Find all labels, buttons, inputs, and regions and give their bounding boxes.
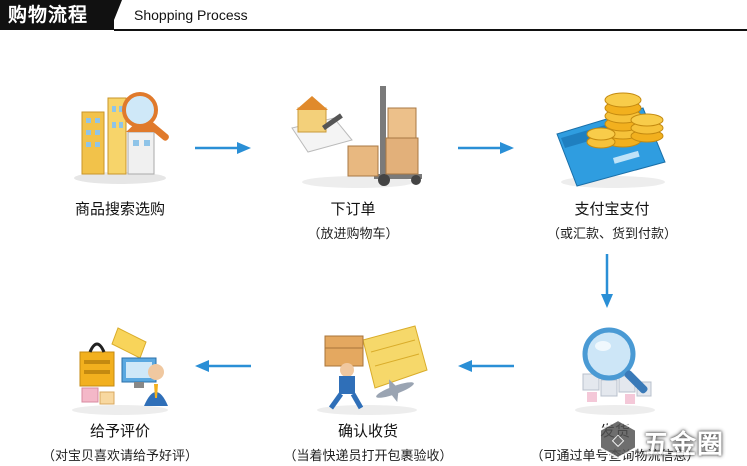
- step-place-order: 下订单 （放进购物车）: [268, 78, 438, 242]
- step-subtitle: （放进购物车）: [307, 227, 399, 242]
- arrow-down-icon: [601, 254, 613, 308]
- arrow-left-icon: [458, 360, 514, 372]
- header-divider: [114, 29, 747, 31]
- step-subtitle: （对宝贝喜欢请给予好评）: [41, 449, 198, 464]
- arrow-right-icon: [195, 142, 251, 154]
- header-bar: 购物流程 Shopping Process: [0, 0, 747, 40]
- step-title: 确认收货: [337, 422, 398, 440]
- customer-review-icon: [72, 327, 168, 415]
- svg-text:◇: ◇: [612, 430, 625, 449]
- step-title: 商品搜索选购: [74, 200, 165, 218]
- step-shipping: 发货 （可通过单号查询物流信息）: [515, 318, 715, 464]
- place-order-icon: [291, 86, 422, 188]
- step-confirm-receipt: 确认收货 （当着快递员打开包裹验收）: [268, 318, 468, 464]
- alipay-payment-icon: [556, 92, 666, 188]
- watermark: ◇ 五金圈: [597, 418, 743, 462]
- arrow-left-icon: [195, 360, 251, 372]
- product-search-icon: [74, 92, 169, 184]
- step-alipay-payment: 支付宝支付 （或汇款、货到付款）: [522, 78, 702, 242]
- watermark-text: 五金圈: [643, 430, 725, 460]
- step-product-search: 商品搜索选购: [40, 78, 200, 219]
- step-title: 给予评价: [89, 422, 150, 440]
- page-subtitle: Shopping Process: [134, 7, 248, 23]
- page-title: 购物流程: [0, 0, 114, 30]
- step-title: 支付宝支付: [574, 200, 650, 218]
- step-title: 下订单: [330, 200, 376, 218]
- step-subtitle: （当着快递员打开包裹验收）: [283, 449, 453, 464]
- arrow-right-icon: [458, 142, 514, 154]
- shipping-search-icon: [575, 327, 655, 415]
- step-give-review: 给予评价 （对宝贝喜欢请给予好评）: [30, 318, 210, 464]
- courier-delivery-icon: [317, 325, 428, 415]
- watermark-logo-icon: ◇: [599, 418, 637, 460]
- header-slant-decoration: [110, 0, 122, 30]
- step-subtitle: （或汇款、货到付款）: [546, 227, 677, 242]
